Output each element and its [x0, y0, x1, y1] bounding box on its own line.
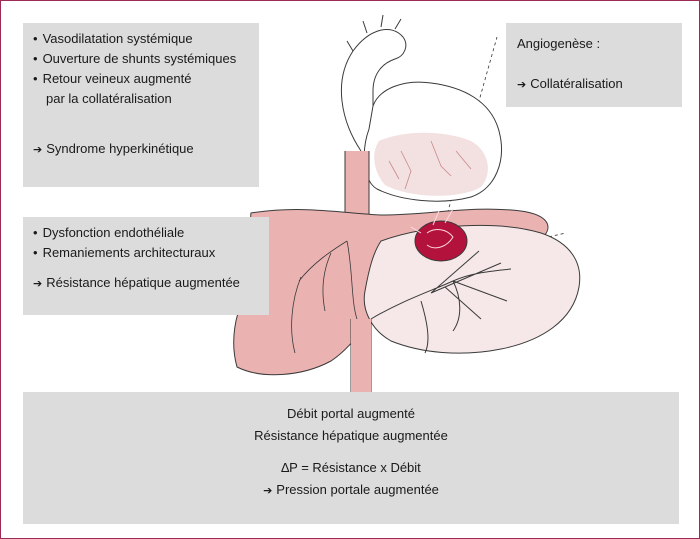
portal-vein-fill — [351, 319, 371, 393]
systemic-item: Retour veineux augmenté — [33, 69, 259, 89]
angiogenesis-box: Angiogenèse : ➔Collatéralisation — [506, 23, 682, 107]
intrahepatic-vessels — [291, 240, 358, 354]
varices — [414, 220, 468, 262]
angiogenesis-result-label: Collatéralisation — [530, 76, 623, 91]
portal-flow-line: Débit portal augmenté — [287, 406, 415, 421]
angiogenesis-result: ➔Collatéralisation — [517, 74, 682, 95]
arrow-right-icon: ➔ — [33, 278, 43, 290]
arrow-right-icon: ➔ — [517, 79, 527, 91]
hepatic-result: ➔Résistance hépatique augmentée — [33, 273, 269, 294]
heart-lower-shading — [374, 132, 488, 196]
stomach-outline — [363, 224, 581, 354]
hepatic-result-label: Résistance hépatique augmentée — [46, 275, 240, 290]
portal-result-label: Pression portale augmentée — [276, 482, 439, 497]
systemic-result: ➔Syndrome hyperkinétique — [33, 139, 259, 160]
portal-equation: ∆P = Résistance x Débit — [281, 460, 421, 475]
vena-cava — [344, 151, 370, 217]
coronary-vessels — [388, 140, 472, 190]
systemic-item-continuation: par la collatéralisation — [46, 91, 172, 106]
systemic-effects-box: Vasodilatation systémique Ouverture de s… — [23, 23, 259, 187]
systemic-item: Vasodilatation systémique — [33, 29, 259, 49]
hepatic-item: Dysfonction endothéliale — [33, 223, 269, 243]
portal-result: ➔Pression portale augmentée — [23, 479, 679, 502]
portal-resistance-line: Résistance hépatique augmentée — [254, 428, 448, 443]
arrow-right-icon: ➔ — [263, 485, 273, 497]
arrow-right-icon: ➔ — [33, 144, 43, 156]
portal-pressure-box: Débit portal augmenté Résistance hépatiq… — [23, 392, 679, 524]
systemic-item: Ouverture de shunts systémiques — [33, 49, 259, 69]
angiogenesis-title: Angiogenèse : — [517, 36, 601, 51]
aorta-outline — [341, 29, 407, 152]
systemic-result-label: Syndrome hyperkinétique — [46, 141, 194, 156]
hepatic-item: Remaniements architecturaux — [33, 243, 269, 263]
varices-detail — [410, 208, 454, 249]
great-vessels — [346, 14, 402, 52]
collateral-vessels — [370, 250, 512, 354]
hepatic-resistance-box: Dysfonction endothéliale Remaniements ar… — [23, 217, 269, 315]
